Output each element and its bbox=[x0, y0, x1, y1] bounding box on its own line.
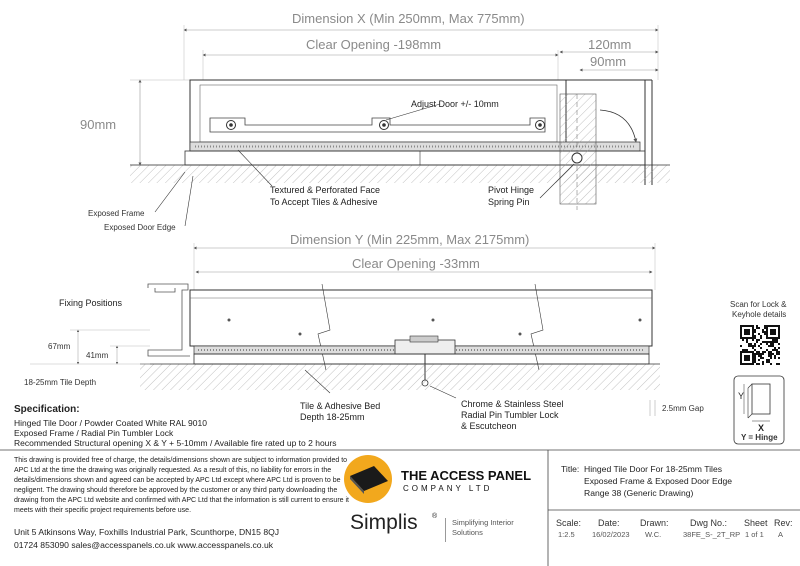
dim-41-label: 41mm bbox=[86, 351, 109, 360]
tb-value-sheet: 1 of 1 bbox=[745, 530, 764, 539]
title-line-3: Range 38 (Generic Drawing) bbox=[584, 488, 694, 498]
tb-value-rev: A bbox=[778, 530, 784, 539]
fixing-positions-label: Fixing Positions bbox=[59, 298, 123, 308]
dim-90-left-label: 90mm bbox=[80, 117, 117, 132]
tb-value-drawn: W.C. bbox=[645, 530, 662, 539]
title-label: Title: bbox=[561, 464, 580, 474]
adjust-door-label: Adjust Door +/- 10mm bbox=[411, 99, 499, 109]
tb-value-date: 16/02/2023 bbox=[592, 530, 630, 539]
tile-bed-label-1: Tile & Adhesive Bed bbox=[300, 401, 381, 411]
tb-header-dwg: Dwg No.: bbox=[690, 518, 728, 528]
exposed-door-edge-label: Exposed Door Edge bbox=[104, 223, 176, 232]
disclaimer-text: This drawing is provided free of charge,… bbox=[14, 457, 349, 514]
qr-code-icon bbox=[740, 325, 780, 365]
simplis-reg-mark: ® bbox=[432, 513, 438, 520]
spec-line-3: Recommended Structural opening X & Y + 5… bbox=[14, 438, 337, 448]
dim-67-label: 67mm bbox=[48, 342, 71, 351]
company-contact: 01724 853090 sales@accesspanels.co.uk ww… bbox=[14, 540, 274, 550]
dim-90-top-label: 90mm bbox=[590, 54, 627, 69]
specification-heading: Specification: bbox=[14, 404, 80, 415]
clear-opening-y-label: Clear Opening -33mm bbox=[352, 256, 480, 271]
tb-header-scale: Scale: bbox=[556, 518, 582, 528]
dimension-y-label: Dimension Y (Min 225mm, Max 2175mm) bbox=[290, 232, 530, 247]
tb-header-rev: Rev: bbox=[774, 518, 793, 528]
access-panel-logo-icon bbox=[344, 455, 392, 503]
simplis-divider bbox=[445, 518, 446, 542]
exposed-frame-label: Exposed Frame bbox=[88, 209, 145, 218]
brand-name-2: COMPANY LTD bbox=[403, 484, 493, 493]
lock-label-1: Chrome & Stainless Steel bbox=[461, 399, 564, 409]
tile-bed-label-2: Depth 18-25mm bbox=[300, 412, 365, 422]
simplis-logo: Simplis bbox=[350, 511, 418, 534]
bottom-section-view bbox=[30, 243, 785, 445]
simplis-tagline-2: Solutions bbox=[452, 528, 483, 537]
tb-header-sheet: Sheet bbox=[744, 518, 768, 528]
spec-line-1: Hinged Tile Door / Powder Coated White R… bbox=[14, 418, 207, 428]
pivot-hinge-label-1: Pivot Hinge bbox=[488, 185, 535, 195]
lock-label-2: Radial Pin Tumbler Lock bbox=[461, 410, 559, 420]
tile-depth-label: 18-25mm Tile Depth bbox=[24, 378, 97, 387]
tb-value-scale: 1:2.5 bbox=[558, 530, 575, 539]
key-x-label: X bbox=[758, 423, 765, 433]
scan-label-1: Scan for Lock & bbox=[730, 300, 787, 309]
dimension-x-label: Dimension X (Min 250mm, Max 775mm) bbox=[292, 11, 525, 26]
tb-header-date: Date: bbox=[598, 518, 620, 528]
brand-name-1: THE ACCESS PANEL bbox=[401, 468, 532, 483]
spec-line-2: Exposed Frame / Radial Pin Tumbler Lock bbox=[14, 428, 174, 438]
dim-120-label: 120mm bbox=[588, 37, 632, 52]
company-address: Unit 5 Atkinsons Way, Foxhills Industria… bbox=[14, 527, 280, 537]
title-line-2: Exposed Frame & Exposed Door Edge bbox=[584, 476, 733, 486]
key-y-label: Y bbox=[738, 391, 745, 401]
textured-face-label-2: To Accept Tiles & Adhesive bbox=[270, 197, 378, 207]
lock-label-3: & Escutcheon bbox=[461, 421, 517, 431]
gap-label: 2.5mm Gap bbox=[662, 404, 704, 413]
top-section-view bbox=[130, 25, 670, 227]
simplis-tagline-1: Simplifying Interior bbox=[452, 518, 514, 527]
scan-label-2: Keyhole details bbox=[732, 310, 787, 319]
tb-header-drawn: Drawn: bbox=[640, 518, 669, 528]
pivot-hinge-label-2: Spring Pin bbox=[488, 197, 530, 207]
key-hinge-label: Y = Hinge bbox=[741, 433, 778, 442]
clear-opening-x-label: Clear Opening -198mm bbox=[306, 37, 442, 52]
tb-value-dwg: 38FE_S-_2T_RP bbox=[683, 530, 741, 539]
title-line-1: Hinged Tile Door For 18-25mm Tiles bbox=[584, 464, 723, 474]
textured-face-label-1: Textured & Perforated Face bbox=[270, 185, 381, 195]
